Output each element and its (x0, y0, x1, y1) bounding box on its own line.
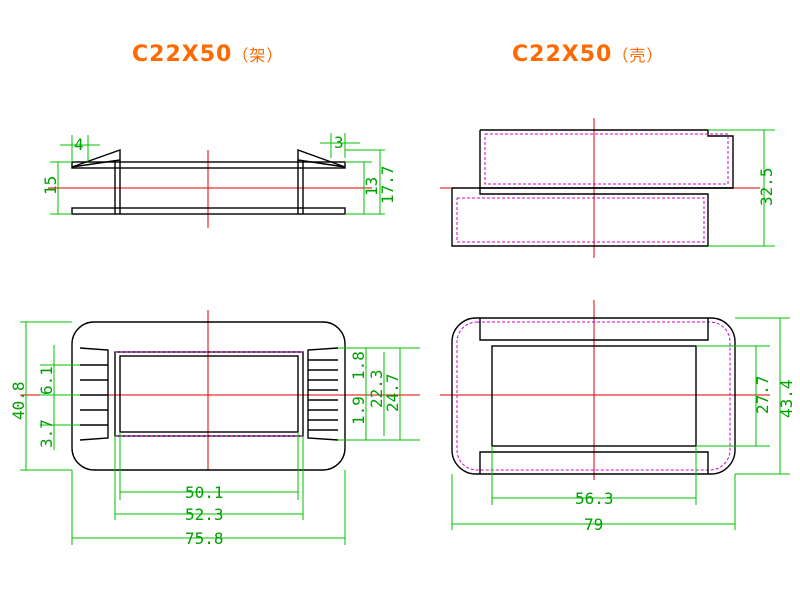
shell-model: C22X50 (512, 42, 613, 67)
frame-lip-right: 3 (334, 133, 344, 152)
frame-top-view (20, 310, 420, 545)
shell-top-inner-h: 27.7 (753, 375, 772, 414)
frame-top-w3: 75.8 (185, 529, 224, 548)
frame-model: C22X50 (132, 42, 233, 67)
frame-height-left: 15 (41, 176, 60, 195)
frame-height-total: 17.7 (378, 165, 397, 204)
frame-height-inner: 13 (362, 177, 381, 196)
shell-title: C22X50（壳） (512, 42, 663, 67)
frame-top-pin-gap: 1.9 (349, 396, 368, 425)
shell-top-outer-h: 43.4 (777, 379, 796, 418)
shell-side-view (440, 118, 775, 258)
shell-suffix: （壳） (612, 46, 664, 65)
frame-top-inner-h1: 22.3 (367, 369, 386, 408)
frame-top-inner-h2: 24.7 (383, 373, 402, 412)
frame-top-total-height: 40.8 (9, 381, 28, 420)
frame-side-view (48, 133, 385, 228)
frame-pins-left (79, 347, 109, 441)
shell-top-view (440, 300, 790, 530)
frame-pins-right (307, 347, 339, 441)
shell-top-outer-w: 79 (584, 515, 603, 534)
shell-top-inner-w: 56.3 (575, 489, 614, 508)
frame-top-w2: 52.3 (185, 505, 224, 524)
shell-side-height: 32.5 (757, 167, 776, 206)
frame-top-w1: 50.1 (185, 483, 224, 502)
frame-top-pin-pitch-right: 1.8 (349, 351, 368, 380)
frame-title: C22X50（架） (132, 42, 283, 67)
frame-top-pin-pitch: 6.1 (37, 366, 56, 395)
frame-lip-left: 4 (74, 135, 84, 154)
frame-top-pin-offset: 3.7 (37, 419, 56, 448)
frame-suffix: （架） (232, 46, 284, 65)
